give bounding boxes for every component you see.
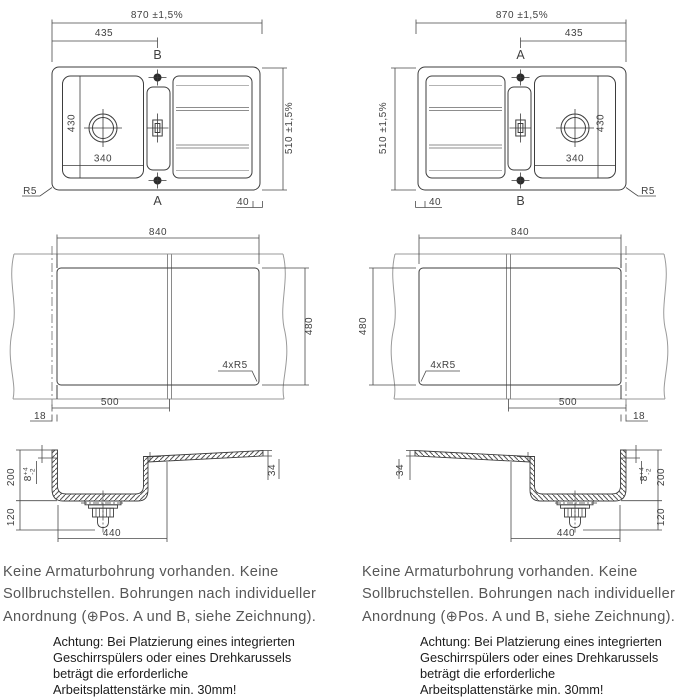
dim-total-depth-label: 510 ±1,5% (284, 102, 295, 154)
dim-basin-length-label: 430 (596, 114, 607, 132)
pos-a-label: A (516, 48, 525, 62)
dim-rim-offset-label: 40 (237, 197, 249, 208)
section-drain-height-label: 120 (656, 508, 667, 526)
cutout-depth-label: 480 (304, 317, 315, 335)
cutout-view-left (9, 234, 310, 422)
note-line: Anordnung (⊕Pos. A und B, siehe Zeichnun… (362, 608, 676, 625)
section-view-left (15, 444, 280, 543)
note-line: Anordnung (⊕Pos. A und B, siehe Zeichnun… (3, 608, 317, 625)
warning-line: Achtung: Bei Platzierung eines integrier… (420, 634, 662, 649)
dim-basin-width-label: 340 (566, 154, 584, 165)
section-drain-height-label: 120 (6, 508, 17, 526)
pos-b-label: B (516, 194, 524, 208)
technical-drawing-right: 870 ±1,5% 435 A B 510 ±1,5% 430 340 40 R… (358, 10, 669, 543)
warning-line: beträgt die erforderliche (53, 666, 189, 681)
note-main-right: Keine Armaturbohrung vorhanden. Keine So… (362, 561, 675, 628)
section-basin-width-label: 440 (557, 528, 575, 539)
cutout-edge-label: 18 (34, 411, 46, 422)
corner-radius-label: R5 (641, 186, 655, 197)
technical-drawing-left: 870 ±1,5% 435 B A 510 ±1,5% 430 340 40 R… (6, 10, 315, 543)
dim-basin-length-label: 430 (67, 114, 78, 132)
dim-total-width-label: 870 ±1,5% (131, 10, 183, 21)
warning-line: Arbeitsplattenstärke min. 30mm! (420, 682, 604, 697)
section-board-thickness-label: 34 (267, 464, 278, 476)
cutout-corner-note-label: 4xR5 (430, 360, 455, 371)
warning-line: Geschirrspülers oder eines Drehkarussels (420, 650, 659, 665)
cutout-corner-note-label: 4xR5 (222, 360, 247, 371)
dim-basin-width-label: 340 (94, 154, 112, 165)
section-rim-label: 8+4-2 (639, 467, 653, 481)
dim-half-width-label: 435 (95, 28, 113, 39)
dim-rim-offset-label: 40 (429, 197, 441, 208)
dim-half-width-label: 435 (565, 28, 583, 39)
cutout-width-label: 840 (511, 227, 529, 238)
pos-b-label: B (153, 48, 161, 62)
section-rim-label: 8+4-2 (23, 467, 37, 481)
note-line: Sollbruchstellen. Bohrungen nach individ… (362, 586, 676, 603)
warning-line: Geschirrspülers oder eines Drehkarussels (53, 650, 292, 665)
note-line: Sollbruchstellen. Bohrungen nach individ… (3, 586, 317, 603)
corner-radius-label: R5 (23, 186, 37, 197)
warning-line: Arbeitsplattenstärke min. 30mm! (53, 682, 237, 697)
dim-total-width-label: 870 ±1,5% (496, 10, 548, 21)
section-height-label: 200 (656, 468, 667, 486)
section-basin-width-label: 440 (103, 528, 121, 539)
warning-line: Achtung: Bei Platzierung eines integrier… (53, 634, 295, 649)
cutout-width-label: 840 (149, 227, 167, 238)
cutout-front-label: 500 (559, 397, 577, 408)
cutout-depth-label: 480 (358, 317, 369, 335)
cutout-view-right (368, 234, 669, 422)
note-warning-right: Achtung: Bei Platzierung eines integrier… (420, 634, 662, 698)
note-main-left: Keine Armaturbohrung vorhanden. Keine So… (3, 561, 316, 628)
cutout-edge-label: 18 (633, 411, 645, 422)
dim-total-depth-label: 510 ±1,5% (378, 102, 389, 154)
section-height-label: 200 (6, 468, 17, 486)
section-view-right (398, 444, 663, 543)
warning-line: beträgt die erforderliche (420, 666, 556, 681)
pos-a-label: A (153, 194, 162, 208)
note-line: Keine Armaturbohrung vorhanden. Keine (3, 564, 279, 580)
note-warning-left: Achtung: Bei Platzierung eines integrier… (53, 634, 295, 698)
note-line: Keine Armaturbohrung vorhanden. Keine (362, 564, 638, 580)
section-board-thickness-label: 34 (395, 464, 406, 476)
cutout-front-label: 500 (101, 397, 119, 408)
